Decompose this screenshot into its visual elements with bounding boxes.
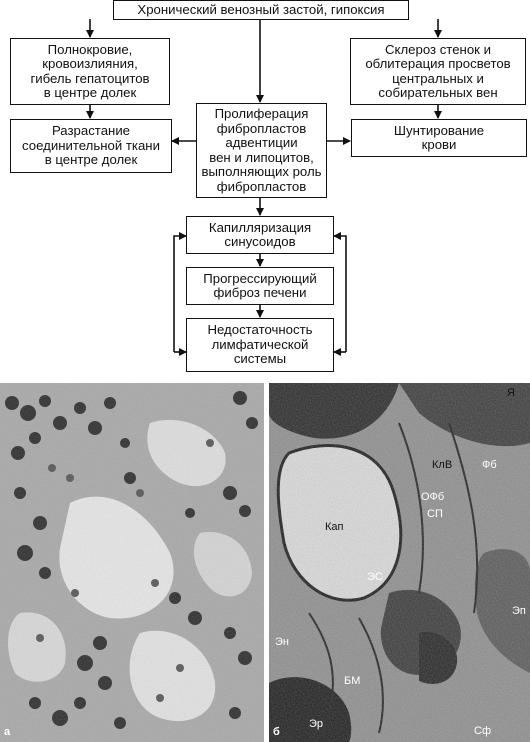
label-ofb: ОФб [421,491,445,503]
label-es: ЭС [367,571,383,583]
micrograph-panel-a: а [0,383,264,742]
box-lymphatic-insufficiency: Недостаточность лимфатической системы [186,318,334,372]
panel-b-label: б [273,726,280,738]
box-plethora-hemorrhage: Полнокровие, кровоизлияния, гибель гепат… [10,38,170,105]
box-chronic-venous-congestion: Хронический венозный застой, гипоксия [113,0,409,20]
label-klv: КлВ [432,459,453,471]
label-sf: Сф [474,725,491,737]
box-blood-shunting: Шунтирование крови [351,119,527,157]
box-fibroblast-proliferation: Пролиферация фибропластов адвентиции вен… [196,103,327,198]
box-connective-tissue-growth: Разрастание соединительной ткани в центр… [10,119,172,173]
label-ep: Эп [512,605,526,617]
label-ya: Я [507,387,515,399]
flowchart-connectors [86,19,442,356]
panel-a-label: а [4,726,11,738]
label-en: Эн [275,636,289,648]
label-bm: БМ [344,675,361,687]
micrograph-b-image [269,383,530,742]
label-fb: Фб [482,459,497,471]
arrow-loop-left-to-cap [173,232,187,352]
box-sclerosis-veins: Склероз стенок и облитерация просветов ц… [350,38,526,105]
box-sinusoid-capillarization: Капилляризация синусоидов [186,216,334,254]
arrow-loop-right-to-cap [333,232,347,352]
label-sp: СП [427,508,443,520]
micrograph-a-image [0,383,264,742]
micrograph-panel-b: Я КлВ Фб ОФб СП Кап ЭС Эп Эн БМ Эр Сф б [269,383,530,742]
label-kap: Кап [325,521,344,533]
label-er: Эр [309,718,324,730]
box-progressive-fibrosis: Прогрессирующий фиброз печени [186,267,334,305]
